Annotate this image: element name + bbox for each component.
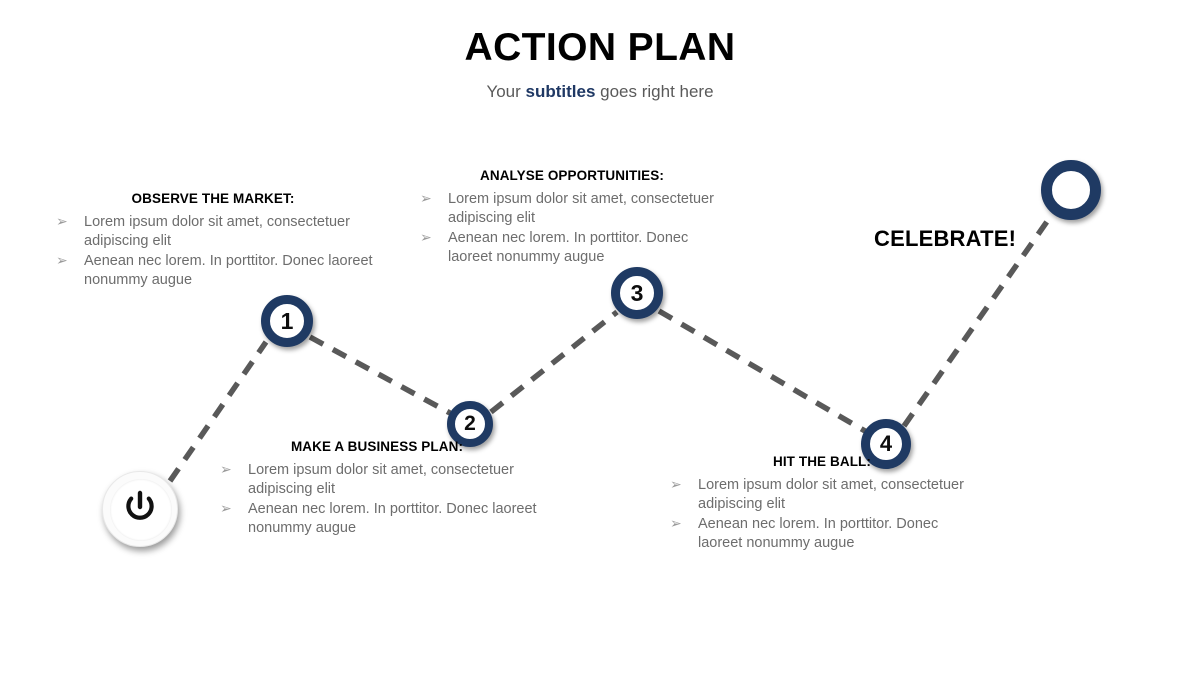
- bullet-arrow-icon: ➢: [670, 476, 682, 492]
- celebrate-label: CELEBRATE!: [874, 226, 1017, 251]
- connector-1-to-2: [308, 334, 452, 416]
- step-node-4-label: 4: [879, 431, 893, 456]
- step-node-3[interactable]: 3: [611, 267, 663, 319]
- bullet-arrow-icon: ➢: [220, 500, 232, 516]
- bullet-arrow-icon: ➢: [220, 461, 232, 477]
- power-button-inner-ring: [110, 479, 172, 541]
- list-item: ➢ Aenean nec lorem. In porttitor. Donec l…: [212, 500, 542, 538]
- step-block-1: OBSERVE THE MARKET: ➢ Lorem ipsum dolor s…: [48, 191, 378, 291]
- subtitle-highlight: subtitles: [525, 82, 596, 101]
- subtitle-before: Your: [486, 82, 526, 101]
- start-power-button[interactable]: [102, 471, 178, 547]
- subtitle-after: goes right here: [595, 82, 714, 101]
- bullet-arrow-icon: ➢: [56, 213, 68, 229]
- list-item: ➢ Aenean nec lorem. In porttitor. Donec l…: [412, 229, 732, 267]
- step-block-4-heading: HIT THE BALL:: [772, 454, 872, 469]
- list-item-text: Aenean nec lorem. In porttitor. Donec la…: [698, 516, 939, 551]
- end-goal-node[interactable]: [1041, 160, 1101, 220]
- step-block-1-heading: OBSERVE THE MARKET:: [131, 191, 295, 206]
- list-item-text: Lorem ipsum dolor sit amet, consectetuer…: [448, 191, 714, 226]
- list-item: ➢ Lorem ipsum dolor sit amet, consectetue…: [412, 190, 732, 228]
- list-item-text: Lorem ipsum dolor sit amet, consectetuer…: [84, 214, 350, 249]
- list-item-text: Lorem ipsum dolor sit amet, consectetuer…: [698, 477, 964, 512]
- step-node-1-label: 1: [280, 307, 294, 334]
- connector-3-to-4: [657, 308, 867, 434]
- bullet-arrow-icon: ➢: [420, 229, 432, 245]
- list-item-text: Aenean nec lorem. In porttitor. Donec la…: [84, 253, 373, 288]
- list-item-text: Aenean nec lorem. In porttitor. Donec la…: [448, 230, 689, 265]
- step-block-3: ANALYSE OPPORTUNITIES: ➢ Lorem ipsum dolo…: [412, 168, 732, 268]
- step-node-1[interactable]: 1: [261, 295, 313, 347]
- step-node-4[interactable]: 4: [861, 419, 911, 469]
- step-block-4: HIT THE BALL: ➢ Lorem ipsum dolor sit ame…: [662, 454, 982, 554]
- step-block-3-bullets: ➢ Lorem ipsum dolor sit amet, consectetue…: [412, 190, 732, 267]
- step-block-2-bullets: ➢ Lorem ipsum dolor sit amet, consectetue…: [212, 461, 542, 538]
- power-icon: [126, 490, 154, 520]
- step-block-1-bullets: ➢ Lorem ipsum dolor sit amet, consectetue…: [48, 213, 378, 290]
- step-block-2-heading: MAKE A BUSINESS PLAN:: [290, 439, 464, 454]
- connector-start-to-1: [167, 340, 269, 483]
- list-item-text: Lorem ipsum dolor sit amet, consectetuer…: [248, 462, 514, 497]
- step-block-2: MAKE A BUSINESS PLAN: ➢ Lorem ipsum dolor…: [212, 439, 542, 539]
- page-title: ACTION PLAN: [464, 26, 736, 69]
- step-node-2[interactable]: 2: [447, 401, 493, 447]
- list-item: ➢ Lorem ipsum dolor sit amet, consectetue…: [662, 476, 982, 514]
- list-item: ➢ Lorem ipsum dolor sit amet, consectetue…: [212, 461, 542, 499]
- list-item: ➢ Aenean nec lorem. In porttitor. Donec l…: [662, 515, 982, 553]
- list-item: ➢ Aenean nec lorem. In porttitor. Donec l…: [48, 252, 378, 290]
- bullet-arrow-icon: ➢: [56, 252, 68, 268]
- connector-2-to-3: [489, 309, 619, 415]
- page-subtitle: Your subtitles goes right here: [0, 82, 1200, 102]
- bullet-arrow-icon: ➢: [420, 190, 432, 206]
- step-block-3-heading: ANALYSE OPPORTUNITIES:: [480, 168, 664, 183]
- list-item: ➢ Lorem ipsum dolor sit amet, consectetue…: [48, 213, 378, 251]
- step-node-3-label: 3: [630, 279, 644, 306]
- connector-4-to-end: [901, 211, 1056, 428]
- step-block-4-bullets: ➢ Lorem ipsum dolor sit amet, consectetue…: [662, 476, 982, 553]
- bullet-arrow-icon: ➢: [670, 515, 682, 531]
- step-node-2-label: 2: [464, 412, 476, 435]
- list-item-text: Aenean nec lorem. In porttitor. Donec la…: [248, 501, 537, 536]
